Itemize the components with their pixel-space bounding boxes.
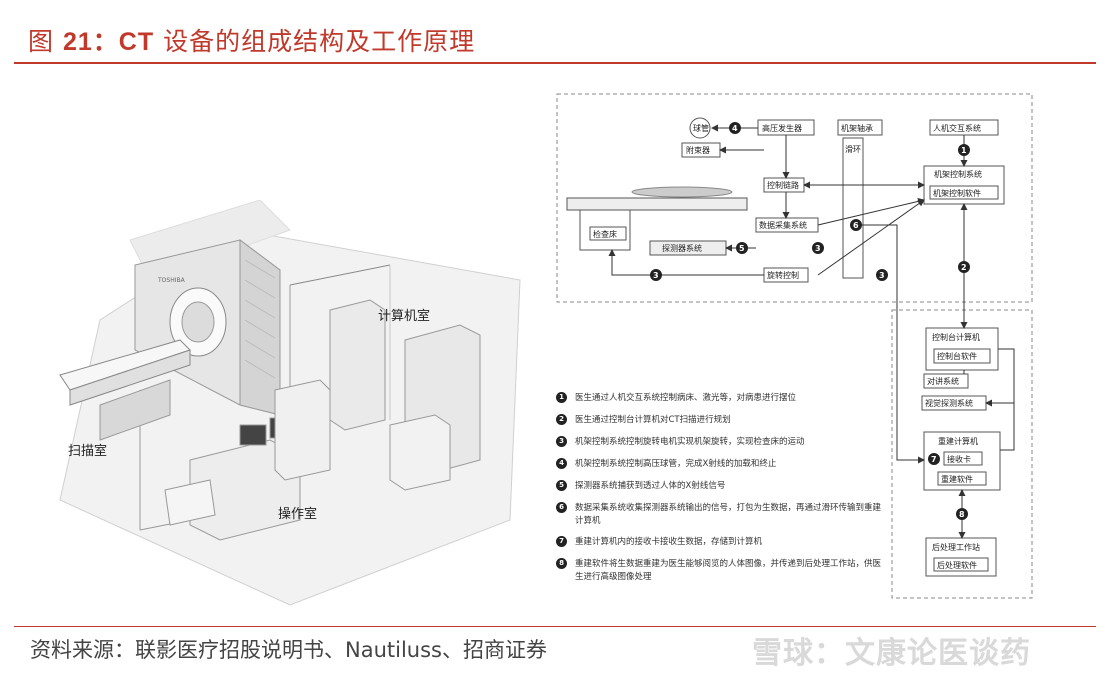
computer-cabinets bbox=[329, 299, 481, 491]
svg-text:4: 4 bbox=[732, 124, 738, 133]
scan-room-label: 扫描室 bbox=[68, 443, 107, 459]
svg-text:1: 1 bbox=[961, 146, 967, 155]
svg-text:3: 3 bbox=[815, 244, 821, 253]
console-software-label: 控制台软件 bbox=[937, 351, 977, 361]
title-prefix: 图 bbox=[28, 27, 55, 56]
gantry-bearing-label: 机架轴承 bbox=[841, 123, 873, 133]
diagram-badge-3b: 3 bbox=[650, 269, 662, 281]
title-text: 设备的组成结构及工作原理 bbox=[163, 27, 476, 56]
ct-gantry: TOSHIBA bbox=[134, 239, 281, 416]
svg-text:8: 8 bbox=[959, 510, 965, 519]
hmi-label: 人机交互系统 bbox=[933, 123, 981, 133]
gantry-control-software-label: 机架控制软件 bbox=[933, 188, 981, 198]
diagram-badge-7: 7 bbox=[928, 453, 940, 465]
diagram-badge-8: 8 bbox=[956, 508, 968, 520]
das-label: 数据采集系统 bbox=[759, 220, 807, 230]
footer-divider bbox=[14, 626, 1096, 627]
diagram-badge-3a: 3 bbox=[812, 242, 824, 254]
rotation-control-label: 旋转控制 bbox=[767, 270, 799, 280]
couch-surface bbox=[566, 197, 748, 211]
intercom-box bbox=[923, 373, 969, 389]
title-number: 21：CT bbox=[62, 28, 155, 56]
control-room-label: 操作室 bbox=[278, 506, 317, 522]
console-computer-label: 控制台计算机 bbox=[932, 332, 980, 342]
ct-system-diagram: 球管 高压发生器 附束器 控制链路 机架轴承 滑环 人机交互系统 机架控制系统 … bbox=[556, 93, 1033, 599]
slip-ring-label: 滑环 bbox=[845, 144, 861, 154]
svg-text:3: 3 bbox=[879, 271, 885, 280]
operator-console bbox=[164, 379, 331, 541]
tube-node bbox=[689, 117, 711, 139]
recon-software-label: 重建软件 bbox=[941, 474, 973, 484]
ct-room-illustration: TOSHIBA 计算机室 扫描室 操作室 bbox=[59, 200, 521, 606]
visual-monitor-label: 视觉探测系统 bbox=[925, 398, 973, 408]
collimator-label: 附束器 bbox=[686, 145, 710, 155]
page-title: 图 21：CT 设备的组成结构及工作原理 bbox=[28, 22, 475, 58]
diagram-badge-5: 5 bbox=[736, 242, 748, 254]
tube-label: 球管 bbox=[693, 123, 709, 133]
svg-text:3: 3 bbox=[653, 271, 659, 280]
svg-text:6: 6 bbox=[853, 221, 859, 230]
gantry-control-system-label: 机架控制系统 bbox=[934, 169, 982, 179]
watermark: 雪球：文康论医谈药 bbox=[752, 636, 1031, 671]
post-workstation-label: 后处理工作站 bbox=[932, 542, 980, 552]
source-note: 资料来源：联影医疗招股说明书、Nautiluss、招商证券 bbox=[30, 638, 547, 662]
svg-text:7: 7 bbox=[931, 455, 937, 464]
svg-text:5: 5 bbox=[739, 244, 745, 253]
patient-figure bbox=[631, 186, 733, 198]
recon-computer-label: 重建计算机 bbox=[938, 436, 978, 446]
diagram-badge-2: 2 bbox=[958, 261, 970, 273]
detector-label: 探测器系统 bbox=[662, 243, 702, 253]
receiver-card-label: 接收卡 bbox=[947, 454, 971, 464]
hv-generator-label: 高压发生器 bbox=[762, 123, 802, 133]
title-divider bbox=[14, 62, 1096, 64]
diagram-badge-3c: 3 bbox=[876, 269, 888, 281]
svg-text:2: 2 bbox=[961, 263, 967, 272]
patient-table bbox=[59, 339, 191, 441]
intercom-label: 对讲系统 bbox=[927, 376, 959, 386]
computer-room-label: 计算机室 bbox=[378, 308, 430, 324]
gantry-bearing-box bbox=[837, 119, 883, 136]
diagram-badge-1: 1 bbox=[958, 144, 970, 156]
table-label: 检查床 bbox=[593, 229, 617, 239]
slip-ring-bar bbox=[842, 137, 864, 279]
gantry-logo: TOSHIBA bbox=[157, 277, 186, 284]
post-software-label: 后处理软件 bbox=[937, 560, 977, 570]
control-link-label: 控制链路 bbox=[767, 180, 799, 190]
diagram-badge-6: 6 bbox=[850, 219, 862, 231]
diagram-badge-4: 4 bbox=[729, 122, 741, 134]
